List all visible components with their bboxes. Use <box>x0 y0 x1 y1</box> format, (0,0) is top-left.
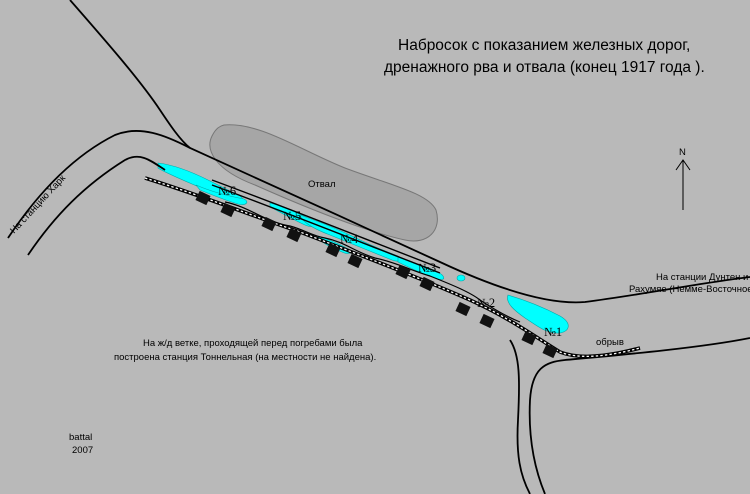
map-title-line1: Набросок с показанием железных дорог, <box>398 37 690 54</box>
author-year: 2007 <box>72 445 93 456</box>
cliff-label: обрыв <box>596 337 624 348</box>
author-name: battal <box>69 432 92 443</box>
cellar-label-4: №4 <box>340 232 359 246</box>
road-label-dunten-line1: На станции Дунтен и <box>656 272 748 283</box>
cellar-label-1: №1 <box>544 325 562 339</box>
station-note-line2: построена станция Тоннельная (на местнос… <box>114 352 376 363</box>
cellar-label-5: №5 <box>283 209 301 223</box>
road-label-kharku: На станцию Харк <box>8 172 68 236</box>
cellar-label-2: №2 <box>477 296 495 310</box>
station-note-line1: На ж/д ветке, проходящей перед погребами… <box>143 338 363 349</box>
road-label-dunten-line2: Рахумяе (Немме-Восточное) <box>629 284 750 295</box>
dump-label: Отвал <box>308 179 336 190</box>
cellar-label-6: №6 <box>218 184 236 198</box>
north-label: N <box>679 147 686 158</box>
cellar-label-3: №3 <box>418 261 436 275</box>
north-arrow-icon <box>675 159 691 210</box>
dump-area <box>209 124 438 242</box>
cellars <box>195 190 558 359</box>
map-title-line2: дренажного рва и отвала (конец 1917 года… <box>384 59 705 76</box>
railway-main <box>211 179 441 274</box>
roads <box>7 0 750 494</box>
railway-branch <box>144 176 641 359</box>
